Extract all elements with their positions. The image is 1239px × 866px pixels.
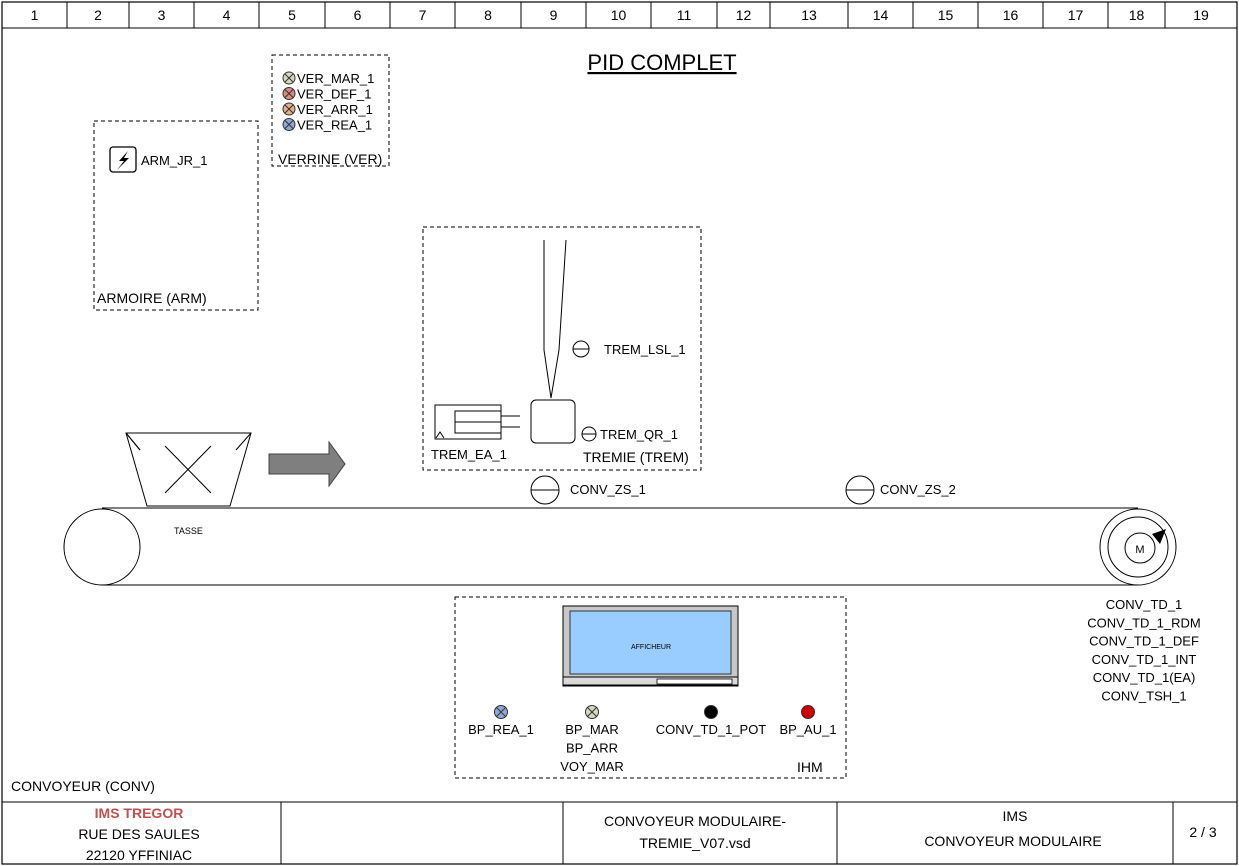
- column-number: 4: [223, 7, 231, 23]
- column-number: 3: [158, 7, 166, 23]
- column-number: 10: [611, 7, 627, 23]
- indicator-lamp-icon: [585, 705, 599, 719]
- dosing-block: [530, 399, 576, 444]
- idler-pulley: [63, 508, 141, 586]
- ihm-button-label: BP_AU_1: [779, 722, 836, 737]
- motor-icon: M: [1099, 508, 1177, 586]
- armoire-box: [93, 120, 259, 311]
- page-number: 2 / 3: [1189, 824, 1216, 840]
- file-name-line-1: CONVOYEUR MODULAIRE-: [604, 813, 786, 829]
- conveyor-belt: [63, 507, 1138, 586]
- project-line-1: IMS: [1003, 808, 1028, 824]
- tremie-item-lsl: TREM_LSL_1: [604, 342, 686, 357]
- tremie-box: [422, 226, 702, 471]
- conveyor-sensor-2: CONV_ZS_2: [880, 482, 956, 497]
- verrine-label: VERRINE (VER): [278, 151, 382, 167]
- column-number: 2: [94, 7, 102, 23]
- indicator-lamp-icon: [494, 705, 508, 719]
- file-name-line-2: TREMIE_V07.vsd: [639, 835, 750, 851]
- motor-tag: CONV_TSH_1: [1101, 689, 1186, 704]
- column-number: 8: [484, 7, 492, 23]
- column-number: 17: [1068, 7, 1084, 23]
- column-number: 16: [1003, 7, 1019, 23]
- conveyor-label: CONVOYEUR (CONV): [11, 778, 155, 794]
- tremie-group: TREM_LSL_1 TREM_QR_1 TREM_EA_1 TREMIE (T…: [422, 226, 702, 471]
- cup-icon: [125, 432, 252, 507]
- hopper-nozzle: [543, 239, 567, 399]
- cylinder-icon: [434, 404, 520, 440]
- verrine-item: VER_ARR_1: [297, 102, 373, 117]
- verrine-item: VER_DEF_1: [297, 87, 371, 102]
- column-number: 5: [288, 7, 296, 23]
- title-block: IMS TREGOR RUE DES SAULES 22120 YFFINIAC…: [2, 801, 1237, 864]
- position-sensor-icon: [530, 475, 560, 505]
- column-number: 14: [873, 7, 889, 23]
- ihm-label: IHM: [797, 759, 823, 775]
- lightning-icon: [109, 146, 137, 173]
- column-number: 13: [801, 7, 817, 23]
- motor-tag: CONV_TD_1: [1106, 597, 1183, 612]
- column-number: 7: [419, 7, 427, 23]
- pushbutton-dot-icon: [801, 705, 815, 719]
- motor-symbol: M: [1135, 544, 1144, 556]
- ihm-button-label: CONV_TD_1_POT: [656, 722, 767, 737]
- indicator-lamp-icon: [282, 102, 296, 116]
- tremie-label: TREMIE (TREM): [583, 449, 689, 465]
- company-name: IMS TREGOR: [95, 805, 184, 821]
- motor-tag: CONV_TD_1_RDM: [1087, 615, 1200, 630]
- column-number: 1: [31, 7, 39, 23]
- column-number: 9: [550, 7, 558, 23]
- tremie-item-qr: TREM_QR_1: [600, 427, 678, 442]
- position-sensor-icon: [845, 475, 875, 505]
- column-number: 12: [736, 7, 752, 23]
- motor-tag: CONV_TD_1_DEF: [1089, 634, 1199, 649]
- armoire-item: ARM_JR_1: [141, 153, 207, 168]
- project-line-2: CONVOYEUR MODULAIRE: [924, 833, 1101, 849]
- verrine-box: [271, 54, 390, 167]
- ihm-button-label: BP_MAR: [565, 722, 618, 737]
- level-sensor-icon: [572, 340, 590, 358]
- indicator-lamp-icon: [282, 118, 296, 131]
- ihm-button-label: BP_REA_1: [468, 722, 534, 737]
- conveyor-sensor-1: CONV_ZS_1: [570, 482, 646, 497]
- armoire-label: ARMOIRE (ARM): [97, 290, 207, 306]
- motor-tag: CONV_TD_1_INT: [1092, 652, 1197, 667]
- ihm-group: AFFICHEUR BP_REA_1 BP_MAR BP_ARR VOY_MAR CON…: [454, 596, 847, 779]
- page-title: PID COMPLET: [587, 50, 736, 75]
- display-label: AFFICHEUR: [631, 644, 671, 651]
- tremie-item-ea: TREM_EA_1: [431, 447, 507, 462]
- column-number: 19: [1193, 7, 1209, 23]
- indicator-lamp-icon: [282, 71, 296, 85]
- column-number: 15: [938, 7, 954, 23]
- pushbutton-dot-icon: [704, 705, 718, 719]
- column-number: 18: [1129, 7, 1145, 23]
- cup-label: TASSE: [174, 526, 203, 536]
- verrine-item: VER_MAR_1: [297, 71, 374, 86]
- ihm-button-label: VOY_MAR: [560, 759, 624, 774]
- motor-tag: CONV_TD_1(EA): [1093, 670, 1196, 685]
- display-monitor-icon: AFFICHEUR: [562, 605, 739, 687]
- indicator-lamp-icon: [282, 87, 296, 100]
- ihm-button-label: BP_ARR: [566, 741, 618, 756]
- address-line-2: 22120 YFFINIAC: [86, 847, 192, 863]
- column-number: 6: [354, 7, 362, 23]
- weight-sensor-icon: [581, 426, 597, 442]
- column-number: 11: [677, 7, 692, 23]
- direction-arrow-icon: [268, 440, 346, 488]
- armoire-group: ARM_JR_1 ARMOIRE (ARM): [93, 120, 259, 311]
- verrine-item: VER_REA_1: [297, 118, 372, 133]
- ihm-box: [454, 596, 847, 779]
- address-line-1: RUE DES SAULES: [78, 826, 199, 842]
